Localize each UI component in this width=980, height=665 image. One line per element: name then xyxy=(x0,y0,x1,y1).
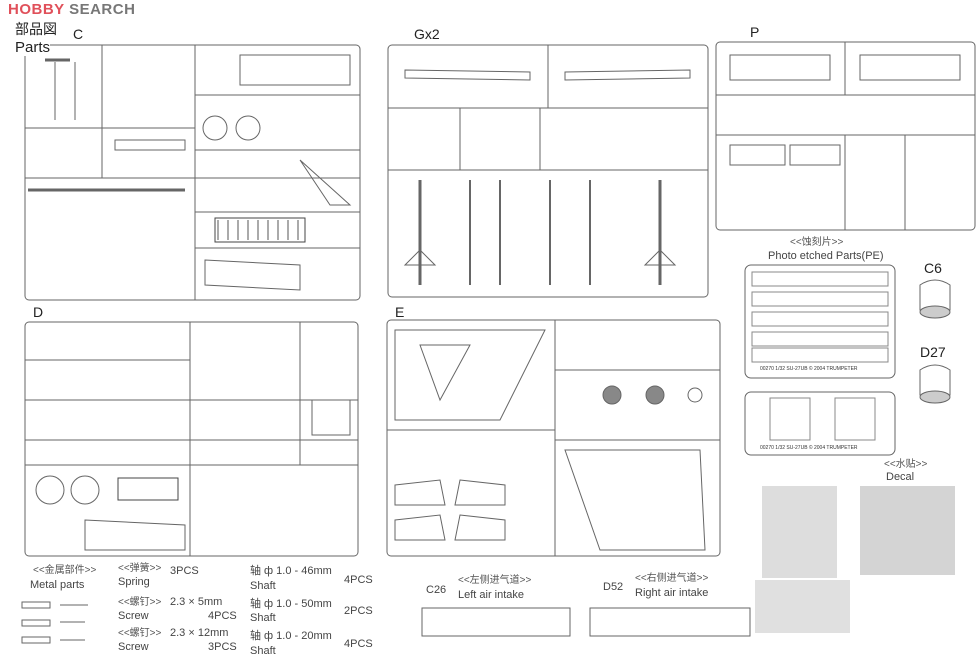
intake-right-cn: <<右侧进气道>> xyxy=(635,573,709,584)
shaft3-en: Shaft xyxy=(250,645,276,657)
sprue-e-frame xyxy=(386,319,721,557)
shaft3-size: 轴 ф 1.0 - 20mm xyxy=(250,630,332,642)
metal-title-en: Metal parts xyxy=(30,579,85,591)
screw1-en: Screw xyxy=(118,610,149,622)
title-cn: 部品図 xyxy=(15,21,57,37)
shaft2-size: 轴 ф 1.0 - 50mm xyxy=(250,598,332,610)
pe-sheet-1 xyxy=(744,264,896,379)
screw2-size: 2.3 × 12mm xyxy=(170,627,229,639)
shaft3-qty: 4PCS xyxy=(344,638,373,650)
shaft2-en: Shaft xyxy=(250,612,276,624)
pe-sheet-2 xyxy=(744,391,896,456)
shaft1-size: 轴 ф 1.0 - 46mm xyxy=(250,565,332,577)
sprue-label-d: D xyxy=(33,304,44,320)
right-air-intake xyxy=(589,607,751,637)
pe-title-en: Photo etched Parts(PE) xyxy=(768,250,884,262)
sprue-label-p: P xyxy=(750,24,760,40)
metal-part-icons xyxy=(21,601,88,644)
sprue-gx2-frame xyxy=(387,44,709,298)
shaft1-qty: 4PCS xyxy=(344,574,373,586)
title-en: Parts xyxy=(15,39,51,56)
intake-left-part: C26 xyxy=(426,584,447,596)
intake-left-cn: <<左侧进气道>> xyxy=(458,575,532,586)
pe-title-cn: <<蚀刻片>> xyxy=(790,237,844,248)
screw1-qty: 4PCS xyxy=(208,610,237,622)
screw1-cn: <<螺钉>> xyxy=(118,597,162,608)
spring-cn: <<弹簧>> xyxy=(118,563,162,574)
spring-qty: 3PCS xyxy=(170,565,199,577)
logo-grey: SEARCH xyxy=(69,1,136,18)
decal-title-cn: <<水贴>> xyxy=(884,459,928,470)
pe-imprint-2: 00270 1/32 SU-27UB © 2004 TRUMPETER xyxy=(760,445,858,451)
metal-title-cn: <<金属部件>> xyxy=(33,565,97,576)
screw2-cn: <<螺钉>> xyxy=(118,628,162,639)
sprue-label-gx2: Gx2 xyxy=(414,26,440,42)
decal-sheet xyxy=(755,486,955,633)
screw1-size: 2.3 × 5mm xyxy=(170,596,223,608)
nozzle-d27 xyxy=(919,364,951,404)
intake-right-en: Right air intake xyxy=(635,587,709,599)
watermark-logo: HOBBY SEARCH xyxy=(8,1,135,18)
left-air-intake xyxy=(421,607,571,637)
screw2-qty: 3PCS xyxy=(208,641,237,653)
pe-parts xyxy=(751,271,889,441)
sprue-p-frame xyxy=(715,41,976,231)
nozzle-c6 xyxy=(919,279,951,319)
sprue-d-frame xyxy=(24,321,359,557)
nozzle-label-d27: D27 xyxy=(920,344,946,360)
shaft1-en: Shaft xyxy=(250,580,276,592)
logo-red: HOBBY xyxy=(8,1,65,18)
shaft2-qty: 2PCS xyxy=(344,605,373,617)
pe-imprint-1: 00270 1/32 SU-27UB © 2004 TRUMPETER xyxy=(760,366,858,372)
sprue-label-c: C xyxy=(73,26,84,42)
spring-en: Spring xyxy=(118,576,150,588)
nozzle-label-c6: C6 xyxy=(924,260,942,276)
intake-right-part: D52 xyxy=(603,581,624,593)
sprue-c-frame xyxy=(24,44,361,301)
screw2-en: Screw xyxy=(118,641,149,653)
sprue-label-e: E xyxy=(395,304,405,320)
intake-left-en: Left air intake xyxy=(458,589,525,601)
decal-title-en: Decal xyxy=(886,471,915,483)
